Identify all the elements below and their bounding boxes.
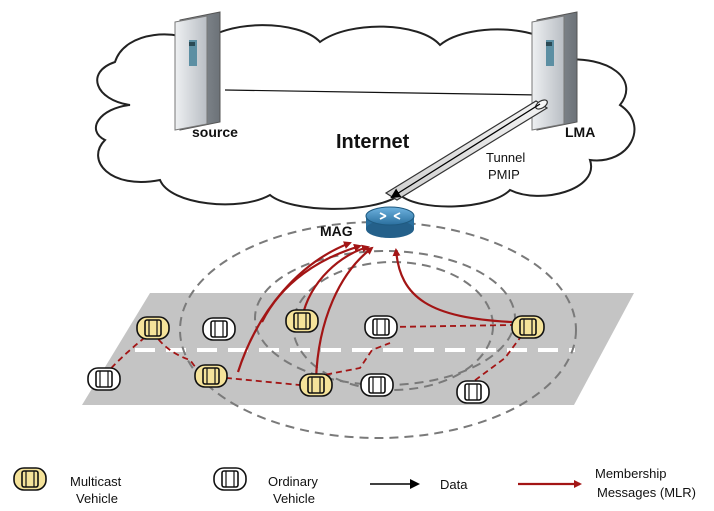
legend-membership-label-2: Messages (MLR) (597, 485, 696, 500)
ordinary-vehicle-icon (456, 380, 490, 404)
source-server-icon (174, 11, 221, 131)
legend-ordinary-label: Ordinary (268, 474, 318, 489)
legend-multicast-label: Multicast (70, 474, 122, 489)
membership-arrows (236, 241, 513, 381)
internet-cloud (94, 24, 636, 210)
tunnel-label: Tunnel (486, 150, 525, 165)
multicast-vehicle-icon (194, 364, 228, 388)
ordinary-vehicle-icon (360, 373, 394, 397)
multicast-vehicle-icon (511, 315, 545, 339)
multicast-vehicle-icon (299, 373, 333, 397)
legend-ordinary-vehicle-icon (213, 467, 247, 491)
ordinary-vehicle-icon (202, 317, 236, 341)
multicast-vehicle-icon (136, 316, 170, 340)
legend-data-label: Data (440, 477, 468, 492)
mag-router-icon (365, 206, 415, 238)
source-label: source (192, 124, 238, 140)
mag-label: MAG (320, 223, 353, 239)
legend-ordinary-label-2: Vehicle (273, 491, 315, 506)
legend-multicast-label-2: Vehicle (76, 491, 118, 506)
pmip-label: PMIP (488, 167, 520, 182)
legend-multicast-vehicle-icon (13, 467, 47, 491)
ordinary-vehicle-icon (87, 367, 121, 391)
source-lma-link (224, 89, 541, 96)
legend-membership-label: Membership (595, 466, 667, 481)
multicast-vehicle-icon (285, 309, 319, 333)
pmip-tunnel (384, 99, 549, 201)
lma-label: LMA (565, 124, 595, 140)
ordinary-vehicle-icon (364, 315, 398, 339)
internet-label: Internet (336, 131, 410, 153)
legend: Multicast Vehicle Ordinary Vehicle Data … (13, 466, 696, 506)
